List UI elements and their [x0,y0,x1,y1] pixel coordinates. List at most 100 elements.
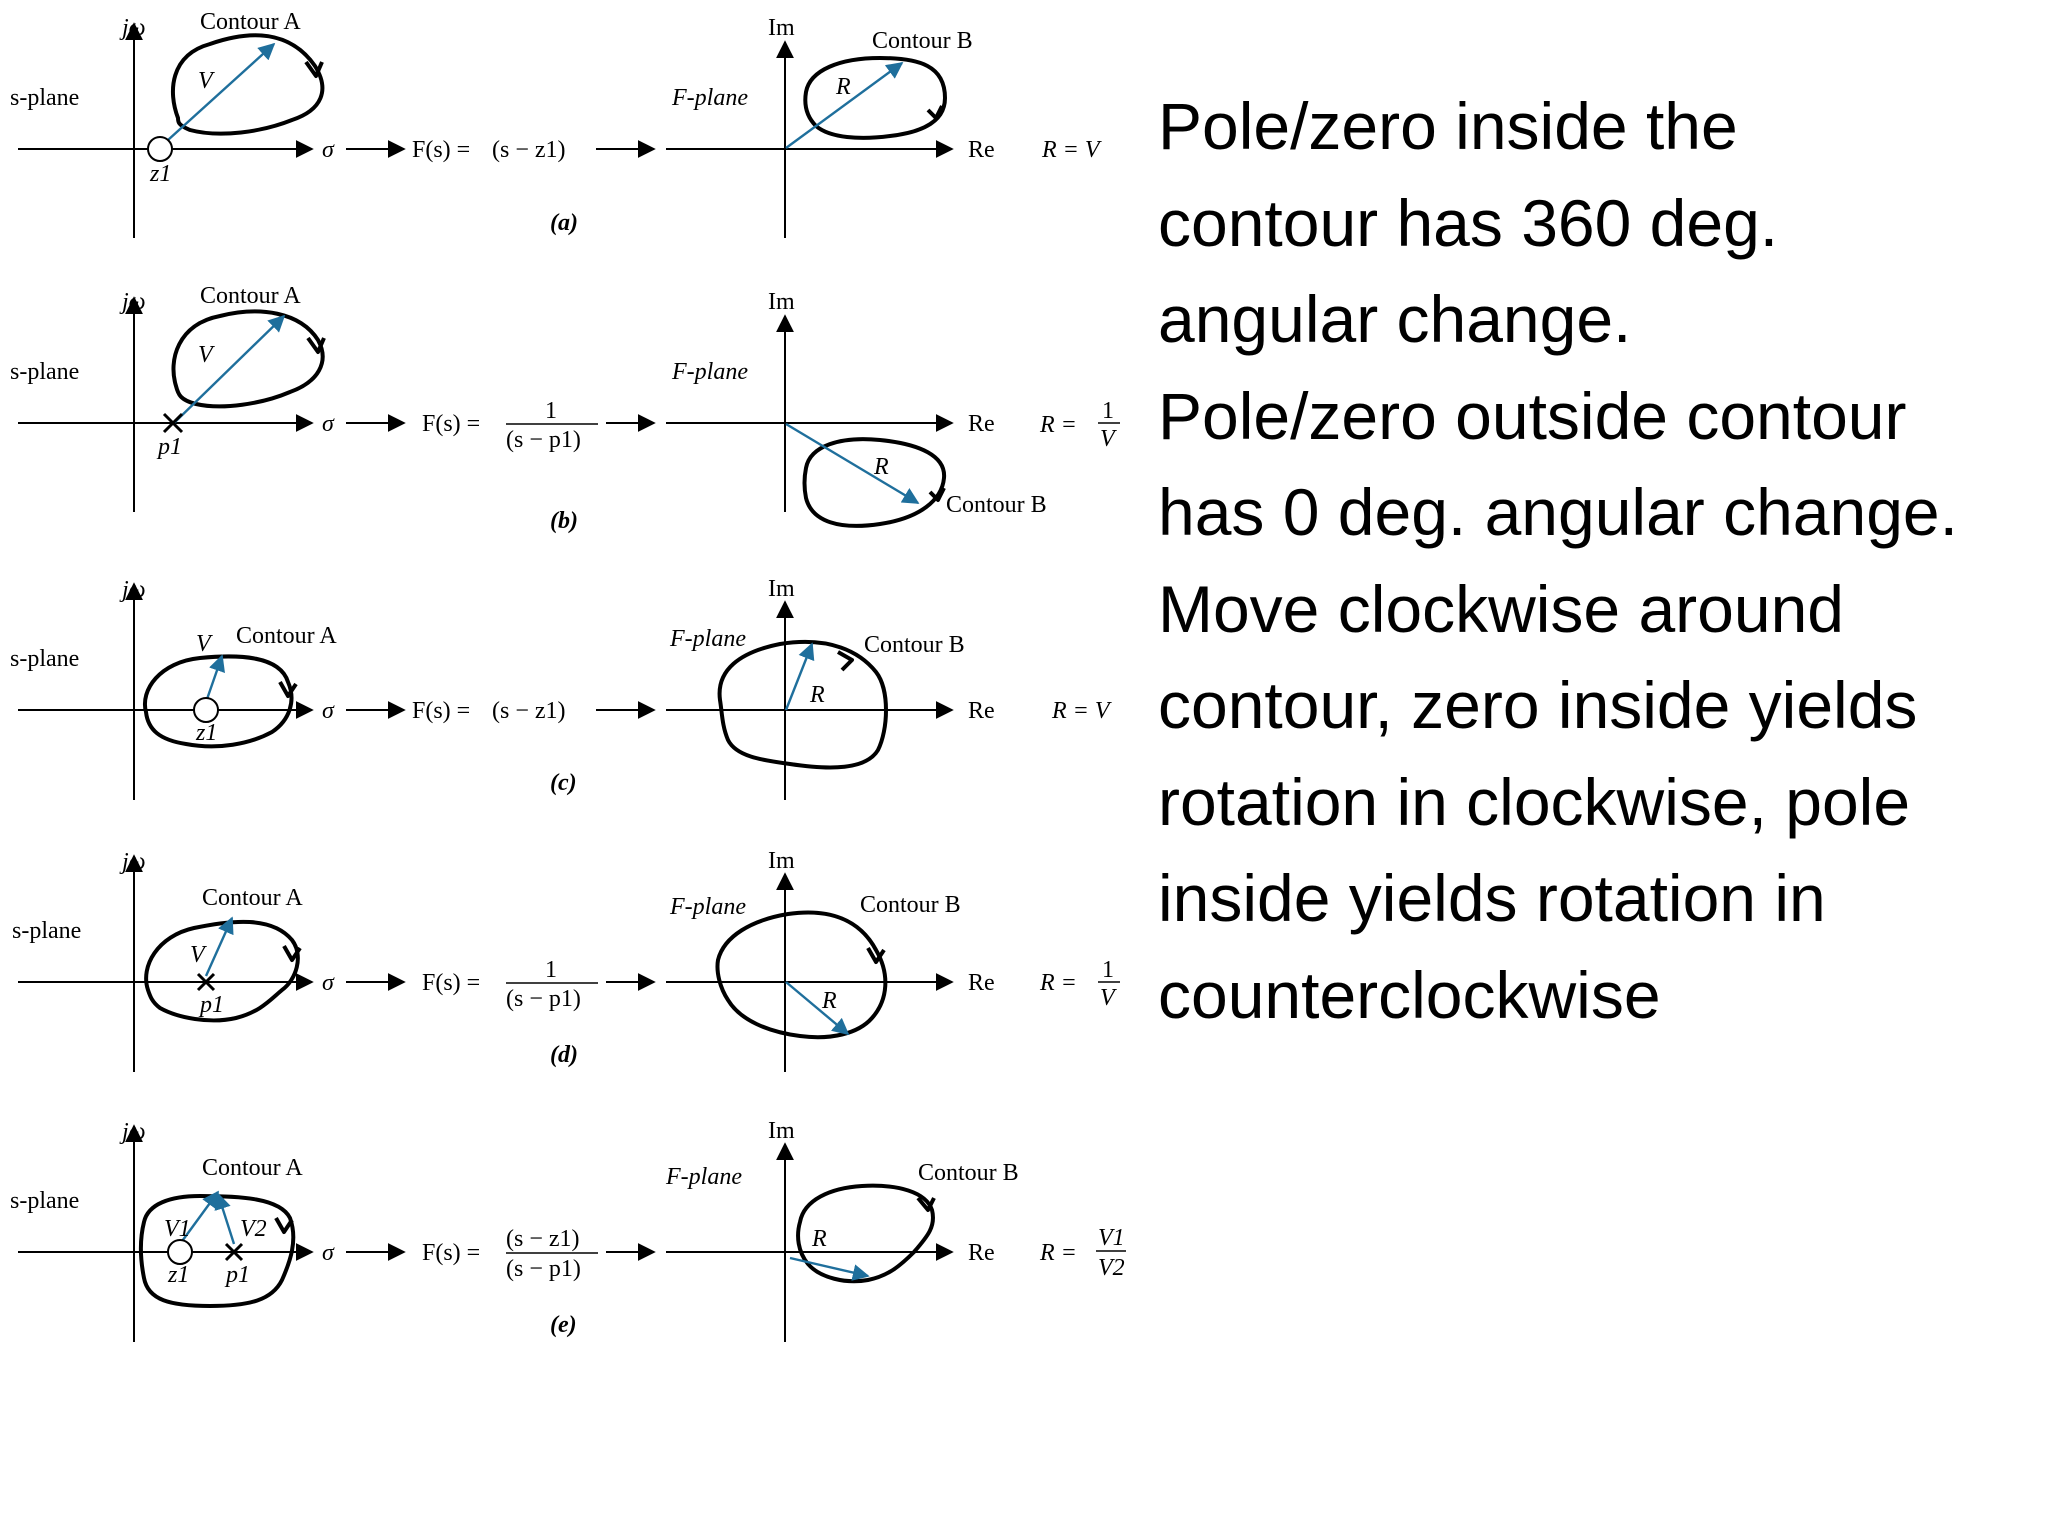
contour-b-direction-arrow [928,487,946,502]
zero-z1-marker [193,697,219,723]
re-label: Re [968,411,995,437]
contour-a-label: Contour A [200,283,301,309]
function-numerator: 1 [545,398,557,424]
panel-caption: (a) [550,210,578,236]
vector-r [784,642,815,711]
result-lhs: R = [1039,970,1077,996]
result-label: R = V [1041,137,1102,163]
explanation-line: inside yields rotation in [1158,861,1826,935]
vector-r-label: R [811,1226,827,1252]
contour-a-direction-arrow [304,60,324,78]
sigma-label: σ [322,137,335,163]
vector-v [167,42,276,141]
vector-r-label: R [809,682,825,708]
contour-a [142,654,294,749]
contour-b-label: Contour B [918,1160,1019,1186]
s-plane-label: s-plane [10,359,79,385]
explanation-line: angular change. [1158,282,1632,356]
explanation-text: Pole/zero inside the contour has 360 deg… [1158,78,2038,1043]
vector-v1 [179,1190,219,1245]
jw-label: jω [119,1119,146,1145]
vector-v [204,654,225,703]
vector-v1-label: V1 [164,1216,191,1242]
contour-b [715,910,888,1040]
zero-z1-marker [147,136,173,162]
result-lhs: R = [1039,1240,1077,1266]
panel-a: s-plane jω σ Contour A V z1 F(s) = (s − … [10,9,1102,238]
function-numerator: 1 [545,957,557,983]
contour-a-direction-arrow [282,945,302,962]
contour-a [144,919,300,1023]
explanation-line: has 0 deg. angular change. [1158,475,1958,549]
function-lhs: F(s) = [422,411,480,437]
function-rhs: (s − z1) [492,137,566,163]
function-rhs: (s − z1) [492,698,566,724]
vector-r [785,981,850,1036]
im-label: Im [768,1118,795,1144]
s-plane-label: s-plane [12,918,81,944]
im-label: Im [768,289,795,315]
vector-r [789,1256,870,1281]
result-denominator: V [1100,426,1117,452]
contour-b-label: Contour B [946,492,1047,518]
contour-a [139,1194,296,1308]
explanation-line: Pole/zero inside the [1158,89,1738,163]
vector-v [204,916,234,977]
result-numerator: V1 [1098,1225,1125,1251]
contour-a [171,33,325,136]
function-denominator: (s − p1) [506,427,581,453]
contour-mapping-figure: s-plane jω σ Contour A V z1 F(s) = (s − … [10,9,1126,1342]
panel-e: s-plane jω σ Contour A V1 V2 z1 p1 F(s) … [10,1118,1126,1342]
result-label: R = V [1051,698,1112,724]
im-label: Im [768,576,795,602]
result-numerator: 1 [1102,398,1114,424]
contour-b-label: Contour B [872,28,973,54]
jw-label: jω [119,849,146,875]
vector-r-label: R [873,454,889,480]
function-lhs: F(s) = [422,970,480,996]
f-plane-label: F-plane [665,1164,742,1190]
function-lhs: F(s) = [412,137,470,163]
re-label: Re [968,698,995,724]
pole-p1-label: p1 [156,434,182,460]
contour-a-direction-arrow [306,336,326,354]
vector-v2-label: V2 [240,1216,267,1242]
sigma-label: σ [322,970,335,996]
panel-b: s-plane jω σ Contour A V p1 F(s) = 1 (s … [10,283,1120,534]
explanation-line: rotation in clockwise, pole [1158,764,1911,839]
contour-b [796,1183,935,1284]
sigma-label: σ [322,1240,335,1266]
vector-v-label: V [196,631,213,657]
result-denominator: V2 [1098,1255,1125,1281]
jw-label: jω [119,289,146,315]
contour-b [803,56,947,140]
s-plane-label: s-plane [10,85,79,111]
vector-v2 [214,1192,236,1245]
contour-b-direction-arrow [916,1196,936,1212]
explanation-line: contour, zero inside yields [1158,668,1918,742]
im-label: Im [768,848,795,874]
result-denominator: V [1100,985,1117,1011]
contour-a [171,309,325,409]
explanation-line: Move clockwise around [1158,571,1844,646]
zero-z1-marker [167,1239,193,1265]
contour-b-label: Contour B [864,632,965,658]
pole-p1-marker [196,972,216,992]
re-label: Re [968,1240,995,1266]
panel-d: s-plane jω σ Contour A V p1 F(s) = 1 (s … [12,848,1120,1072]
re-label: Re [968,137,995,163]
contour-b [802,437,947,528]
s-plane-label: s-plane [10,646,79,672]
vector-r [785,422,920,505]
vector-v-label: V [198,342,215,368]
vector-v [173,314,286,424]
explanation-line: contour has 360 deg. [1158,185,1779,260]
contour-b-label: Contour B [860,892,961,918]
vector-v-label: V [190,942,207,968]
vector-r [785,62,904,149]
s-plane-label: s-plane [10,1188,79,1214]
vector-r-label: R [835,74,851,100]
explanation-line: counterclockwise [1158,957,1661,1032]
f-plane-label: F-plane [671,359,748,385]
function-numerator: (s − z1) [506,1226,580,1252]
